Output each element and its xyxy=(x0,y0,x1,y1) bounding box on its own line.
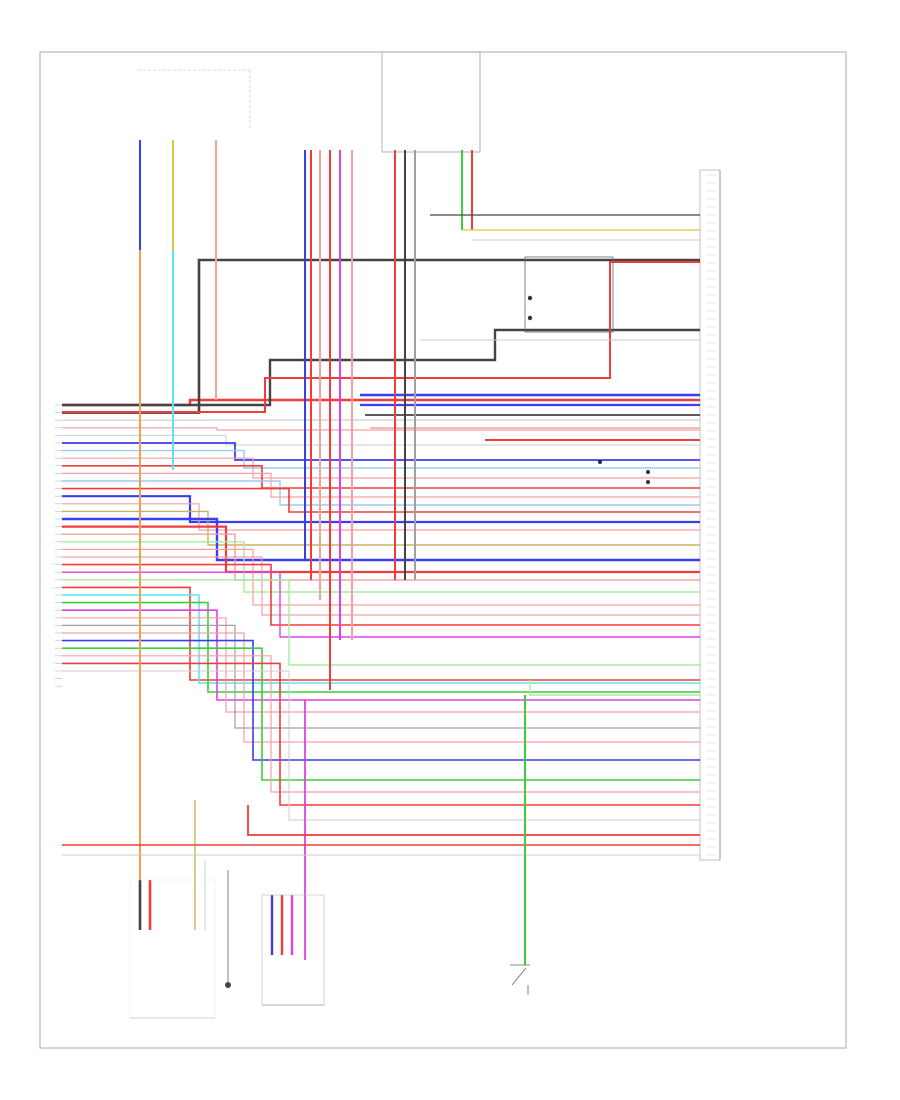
bus-wire xyxy=(62,487,700,513)
bus-wire xyxy=(62,579,700,666)
bus-wire xyxy=(62,655,700,793)
bus-wire xyxy=(62,571,700,638)
bus-wire xyxy=(62,639,700,761)
bus-wire xyxy=(62,480,700,506)
bus-wire xyxy=(62,594,700,684)
bus-wire xyxy=(62,541,700,593)
bus-wire xyxy=(62,449,700,469)
bus-wire xyxy=(62,510,700,546)
bus-wire xyxy=(62,503,700,531)
bus-wire xyxy=(62,464,700,489)
bus-wire xyxy=(62,647,700,781)
bus-wire xyxy=(62,617,700,713)
bus-wire xyxy=(247,805,700,836)
bus-wire xyxy=(62,563,700,626)
bus-wire xyxy=(62,624,700,729)
bus-wire xyxy=(62,609,700,701)
bus-wire xyxy=(62,457,700,479)
bus-wire xyxy=(62,586,700,681)
splice-panel-top-center xyxy=(381,51,481,153)
ground-wire xyxy=(62,328,700,407)
indicator-mid-right xyxy=(598,460,650,484)
relay-box-mid xyxy=(524,256,614,333)
fuse-block-top-left xyxy=(138,69,251,130)
bus-wire xyxy=(62,258,700,414)
bus-wire xyxy=(62,632,700,743)
bus-wire xyxy=(62,662,700,806)
switch-bottom-right xyxy=(510,964,530,995)
bus-wire xyxy=(62,548,700,606)
bus-wire xyxy=(62,517,700,562)
unit-bottom-center xyxy=(261,894,325,1006)
bus-wire xyxy=(62,601,700,693)
bus-wire xyxy=(62,670,700,821)
bus-wire xyxy=(529,680,700,696)
power-wire xyxy=(62,261,700,413)
bus-wire xyxy=(62,556,700,616)
bus-wire xyxy=(62,434,700,446)
control-unit-connector xyxy=(699,169,721,861)
wire-harness xyxy=(62,140,700,965)
module-bottom-left xyxy=(129,879,216,1019)
bus-wire xyxy=(62,495,700,524)
bus-wire xyxy=(62,472,700,498)
bus-wire xyxy=(62,442,700,461)
control-unit-pin-numbers xyxy=(706,174,716,856)
left-connector-pin-numbers xyxy=(55,404,62,687)
sensor-bottom-center xyxy=(225,870,231,988)
